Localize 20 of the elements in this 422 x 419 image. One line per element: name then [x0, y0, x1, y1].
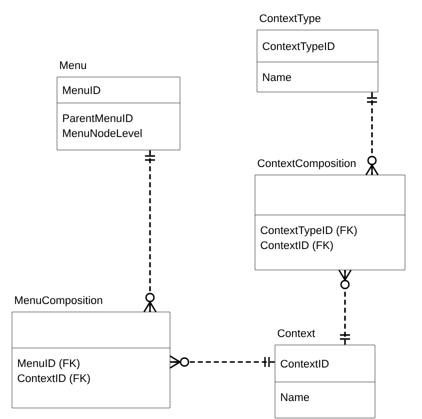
attribute-text: MenuID (FK) — [18, 359, 80, 370]
attribute-text: ContextID — [280, 360, 329, 368]
relationship-line — [143, 150, 157, 313]
entity-title: ContextComposition — [258, 159, 356, 170]
attribute-text: ContextTypeID — [262, 42, 334, 52]
attribute-text: MenuNodeLevel — [63, 129, 142, 138]
entity-title: Context — [278, 329, 316, 338]
attribute-text: ContextID (FK) — [260, 241, 333, 252]
entity-title: Menu — [60, 61, 86, 70]
relationship-line — [365, 92, 379, 176]
attribute-text: Name — [263, 73, 292, 82]
attribute-text: ContextTypeID (FK) — [260, 226, 357, 236]
attribute-text: ParentMenuID — [63, 114, 133, 122]
attribute-text: ContextID (FK) — [18, 374, 90, 384]
entity-title: ContextType — [260, 14, 320, 24]
relationship-line — [169, 355, 275, 369]
entity-title: MenuComposition — [15, 296, 102, 306]
relationship-line — [338, 269, 352, 345]
attribute-text: MenuID — [63, 86, 100, 94]
attribute-text: Name — [281, 393, 310, 402]
